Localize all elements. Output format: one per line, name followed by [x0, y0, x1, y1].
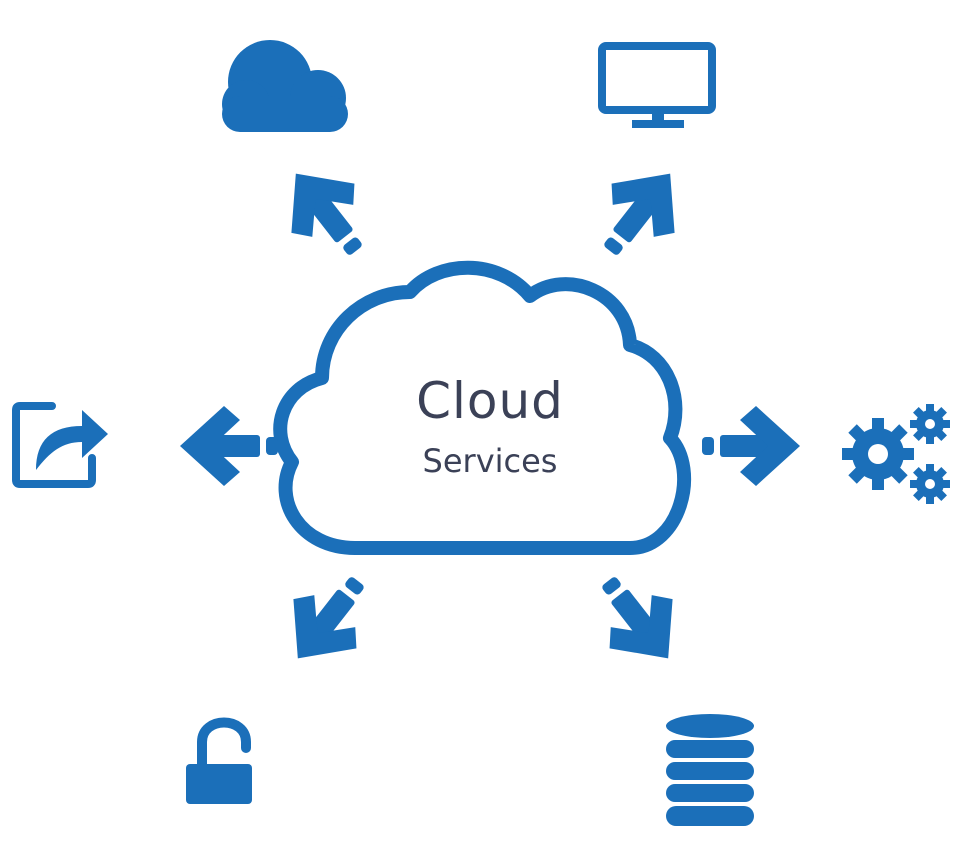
share-icon — [12, 402, 108, 488]
center-subtitle: Services — [422, 442, 558, 480]
arrow-down-right — [576, 556, 700, 683]
center-title: Cloud — [416, 372, 564, 430]
database-icon — [666, 714, 754, 826]
arrow-down-left — [266, 556, 390, 683]
cloud-icon — [222, 40, 348, 132]
gears-icon — [842, 404, 950, 504]
arrow-up-right — [578, 149, 702, 276]
monitor-icon — [598, 42, 716, 128]
arrow-right — [702, 406, 800, 486]
central-cloud-outline — [273, 260, 691, 555]
unlock-icon — [186, 717, 252, 804]
arrow-up-left — [264, 149, 388, 276]
arrow-left — [180, 406, 278, 486]
